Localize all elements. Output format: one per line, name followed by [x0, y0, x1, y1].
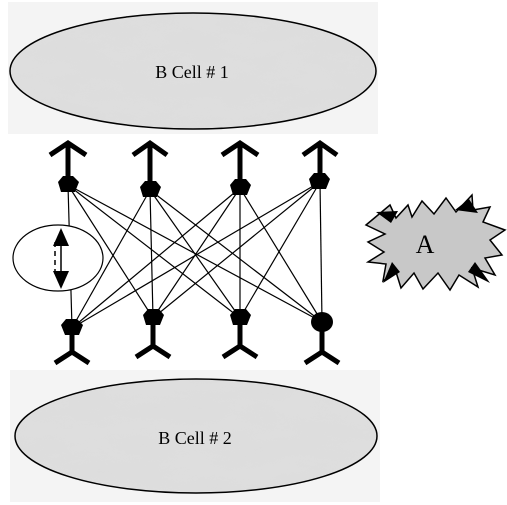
b-cell-2-label: B Cell # 2	[158, 428, 232, 448]
connection-line	[152, 181, 321, 319]
b-cell-1-outline	[9, 12, 377, 130]
interaction-inset-circle	[12, 224, 104, 292]
connection-line	[319, 181, 323, 323]
b-cell-2: B Cell # 2	[10, 370, 380, 502]
antigen-spike	[455, 199, 478, 213]
connection-line	[67, 184, 241, 319]
receptor-icon	[221, 324, 259, 360]
arrow-up-icon	[53, 228, 69, 246]
interaction-inset	[12, 224, 104, 292]
connection-line	[149, 189, 241, 319]
antigen-spike	[468, 262, 490, 283]
receptor-icon	[303, 330, 341, 366]
receptor-node	[230, 309, 251, 325]
receptor-icon	[53, 334, 91, 366]
receptor-node	[61, 319, 83, 335]
receptor-node	[58, 176, 79, 192]
antigen-spike	[383, 262, 400, 283]
receptor-icon	[131, 139, 169, 183]
antigen: A	[364, 193, 507, 292]
antigen-body	[364, 193, 507, 292]
receptor-node	[230, 179, 251, 195]
antigen-spike	[376, 211, 398, 223]
receptor-icon	[48, 139, 88, 178]
receptor-icon	[301, 139, 339, 175]
b-cell-2-outline	[14, 378, 378, 494]
b-cell-1-label: B Cell # 1	[155, 62, 229, 82]
receptor-nodes	[58, 173, 333, 335]
connection-line	[149, 189, 154, 319]
arrow-down-icon	[53, 271, 69, 289]
connection-line	[67, 184, 154, 319]
top-receptors	[48, 139, 339, 183]
bottom-receptors	[53, 324, 341, 366]
connection-lines	[67, 181, 323, 329]
b-cell-2-texture	[15, 379, 377, 493]
connection-line	[71, 187, 241, 329]
connection-line	[71, 181, 321, 329]
antigen-label: A	[416, 230, 435, 259]
receptor-node	[143, 309, 164, 325]
b-cell-1-texture	[10, 13, 376, 129]
connection-line	[149, 189, 323, 323]
receptor-node	[311, 312, 333, 332]
receptor-icon	[134, 324, 172, 360]
connection-line	[239, 187, 323, 323]
connection-line	[239, 181, 321, 319]
b-cell-1: B Cell # 1	[8, 2, 378, 134]
connection-line	[152, 187, 241, 319]
receptor-node	[309, 173, 330, 189]
receptor-icon	[220, 139, 260, 181]
connection-line	[71, 189, 151, 329]
receptor-node	[140, 181, 161, 197]
